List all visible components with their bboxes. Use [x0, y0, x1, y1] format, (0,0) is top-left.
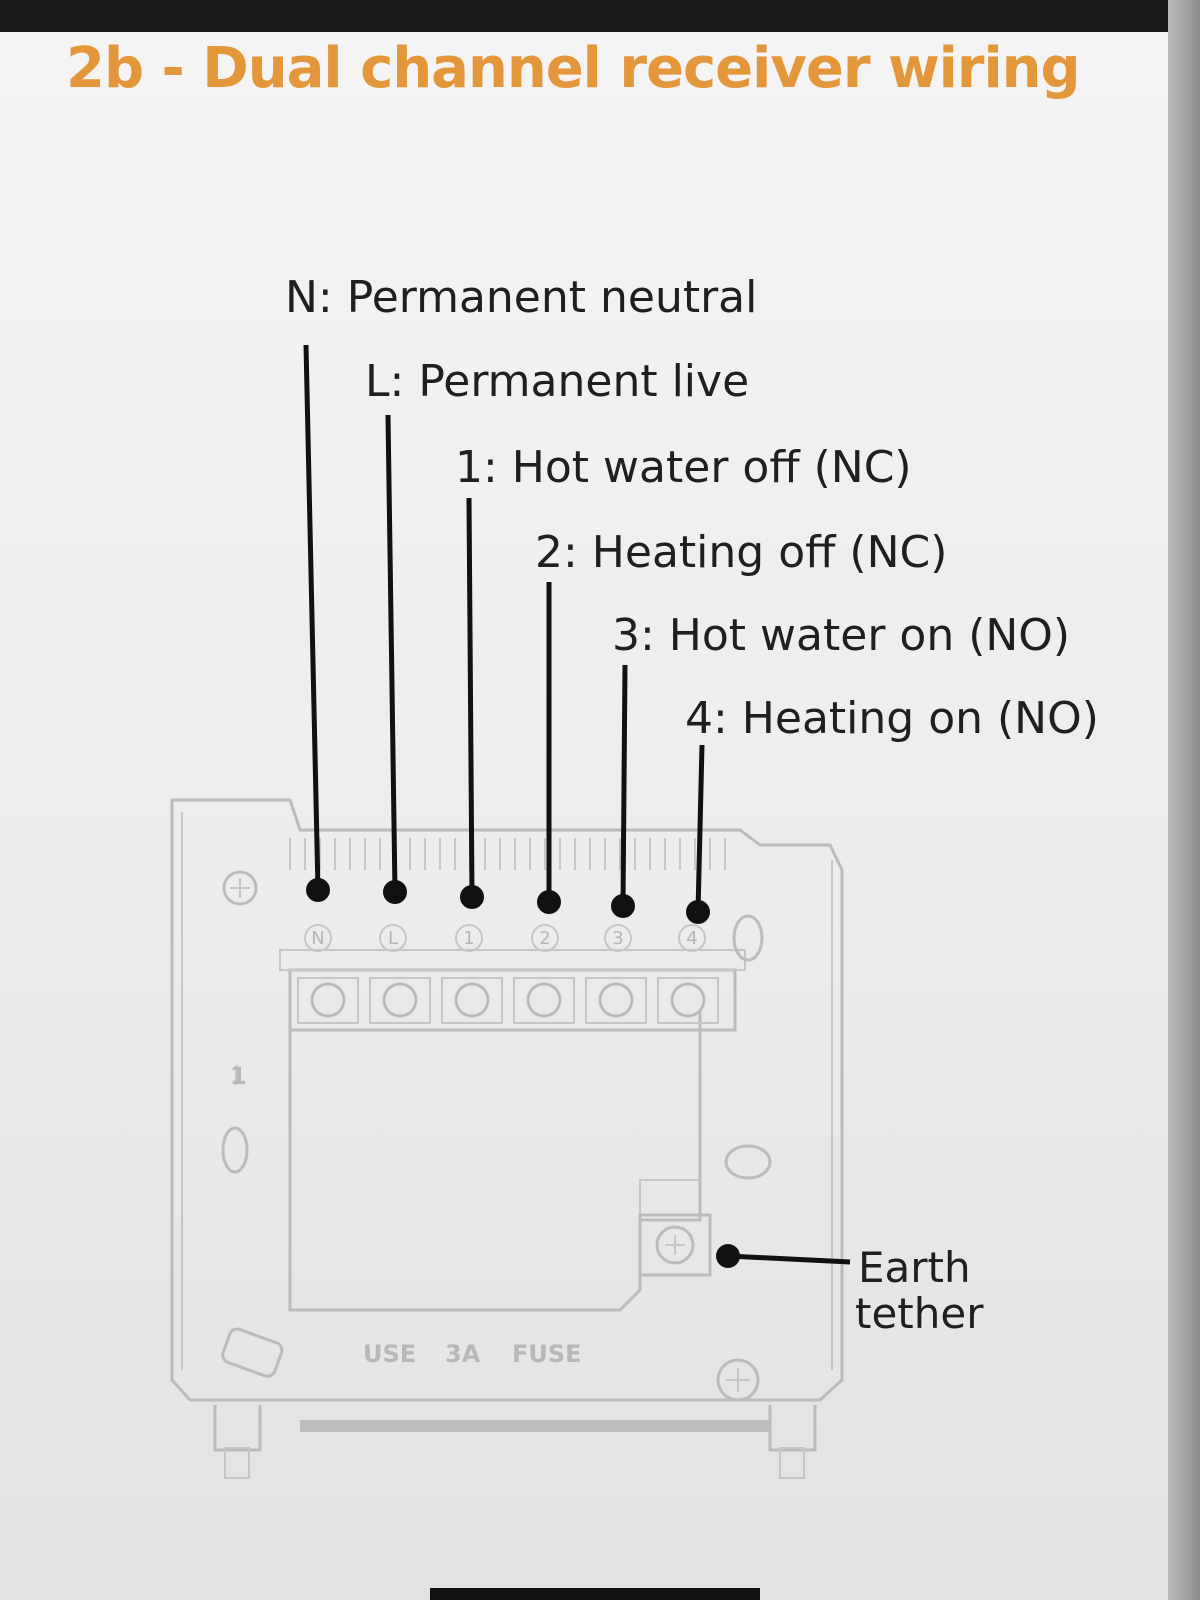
top-bezel — [0, 0, 1200, 32]
terminal-marker-1: 1 — [463, 928, 474, 949]
bottom-bar — [300, 1420, 770, 1432]
mount-slot-right — [724, 1144, 772, 1180]
wire-2 — [537, 582, 561, 914]
top-fins — [289, 838, 726, 870]
label-l: L: Permanent live — [365, 356, 749, 407]
wire-n — [303, 344, 330, 902]
label-2: 2: Heating off (NC) — [535, 527, 947, 578]
earth-label-line2: tether — [855, 1289, 984, 1338]
right-bezel — [1168, 0, 1200, 1600]
page-title: 2b - Dual channel receiver wiring — [66, 36, 1081, 101]
terminal-markers: N L 1 2 3 4 — [304, 924, 706, 952]
fuse-text-fuse: FUSE — [512, 1340, 582, 1368]
label-n: N: Permanent neutral — [285, 272, 757, 323]
terminal-marker-4: 4 — [686, 928, 697, 949]
earth-clamp — [638, 1213, 712, 1277]
side-mark-zero — [221, 1126, 249, 1174]
fuse-text-use: USE — [363, 1340, 416, 1368]
mount-slot-top-right — [732, 914, 764, 962]
wire-earth — [716, 1244, 851, 1268]
terminal-screws — [297, 977, 719, 1024]
label-3: 3: Hot water on (NO) — [612, 610, 1070, 661]
wire-1 — [460, 497, 484, 909]
label-4: 4: Heating on (NO) — [685, 693, 1099, 744]
label-1: 1: Hot water off (NC) — [455, 442, 912, 493]
terminal-marker-3: 3 — [612, 928, 623, 949]
mount-screw-bottom-right — [716, 1358, 760, 1402]
side-mark-one: 1 — [230, 1062, 247, 1090]
receiver-backplate — [170, 798, 844, 1479]
screen — [0, 32, 1168, 1600]
terminal-marker-2: 2 — [539, 928, 550, 949]
mount-screw-top-left — [222, 870, 258, 906]
mount-slot-bottom-left — [221, 1327, 284, 1378]
wire-3 — [611, 664, 635, 918]
fuse-text-3a: 3A — [445, 1340, 481, 1368]
bottom-strip — [430, 1588, 760, 1600]
wire-l — [383, 414, 407, 904]
earth-label-line1: Earth — [858, 1243, 971, 1292]
wire-4 — [686, 744, 710, 924]
terminal-marker-l: L — [388, 928, 398, 949]
terminal-marker-n: N — [311, 928, 324, 949]
